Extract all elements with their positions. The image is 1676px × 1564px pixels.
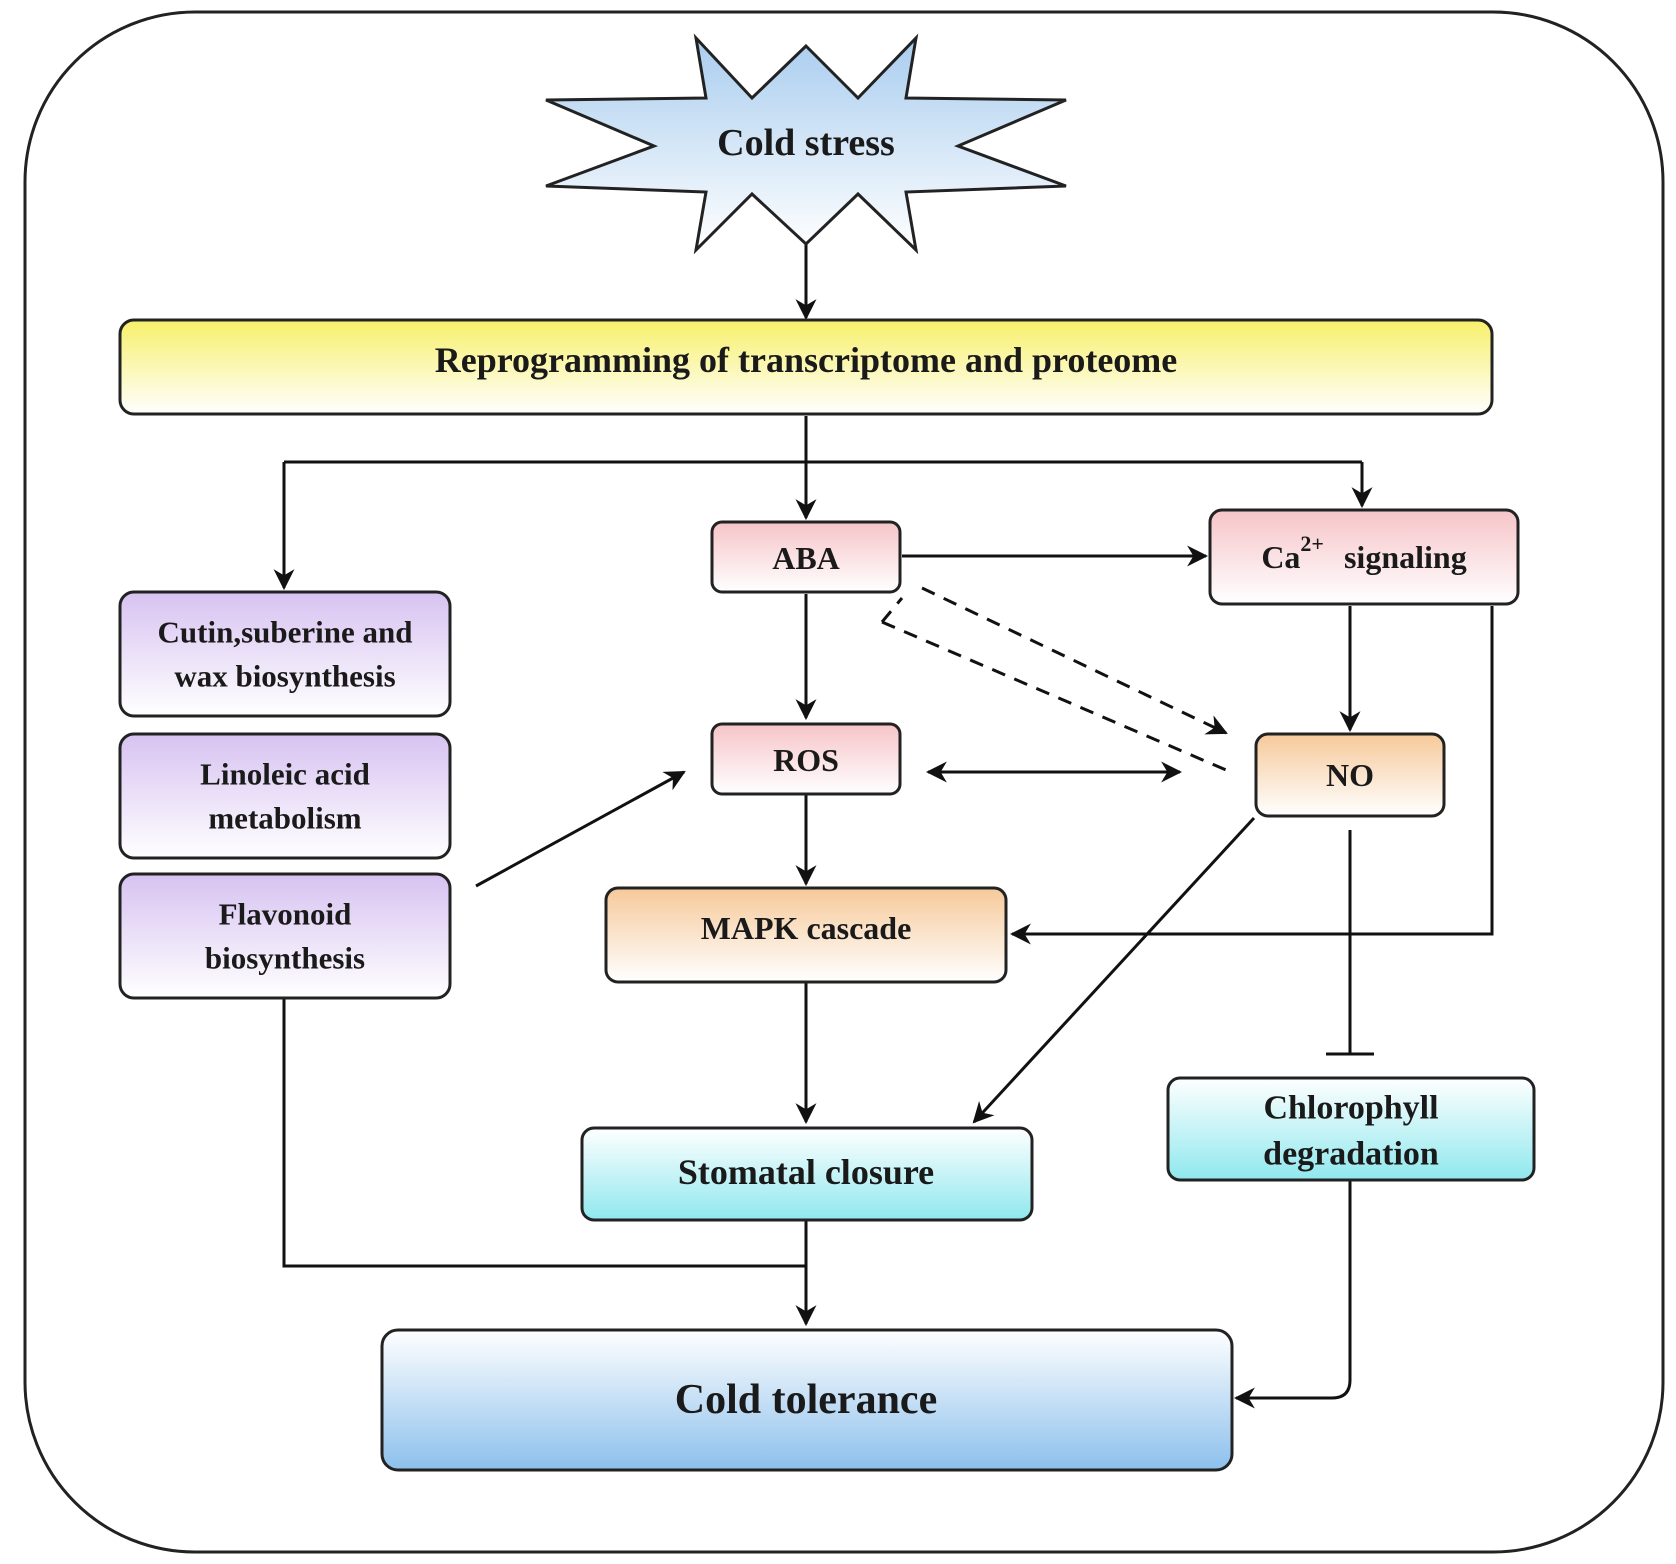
dashed-aba-to-no-upper [921,586,1228,735]
ros-label: ROS [773,742,839,778]
arrow-no-to-stomatal [972,816,1256,1124]
cold-stress-node: Cold stress [545,33,1067,255]
line-flavonoid-down [282,998,806,1268]
ca-signaling-node: Ca2+ signaling [1208,508,1520,606]
flavonoid-label-line1: Flavonoid [219,897,352,932]
ros-node: ROS [710,722,902,796]
no-node: NO [1254,732,1446,818]
stomatal-node: Stomatal closure [580,1126,1034,1222]
reprogramming-node: Reprogramming of transcriptome and prote… [118,318,1494,416]
flavonoid-label-line2: biosynthesis [205,941,365,976]
arrow-flavonoid-to-ros [475,770,686,888]
cutin-label-line2: wax biosynthesis [174,659,395,694]
mapk-node: MAPK cascade [604,886,1008,984]
linoleic-node: Linoleic acid metabolism [118,732,452,860]
cold-stress-label: Cold stress [717,122,895,164]
cold-tolerance-node: Cold tolerance [380,1328,1234,1472]
dashed-aba-to-no-lower [881,620,1227,772]
cold-tolerance-label: Cold tolerance [675,1377,937,1423]
cutin-label-line1: Cutin,suberine and [158,615,413,650]
ca-base: Ca [1261,539,1300,575]
linoleic-label-line1: Linoleic acid [200,757,370,792]
chlorophyll-node: Chlorophyll degradation [1166,1076,1536,1182]
ca-superscript: 2+ [1300,531,1324,556]
cold-stress-star-shape [545,33,1067,255]
flavonoid-node: Flavonoid biosynthesis [118,872,452,1000]
dashed-aba-to-no-cap [880,597,904,623]
aba-node: ABA [710,520,902,594]
no-label: NO [1326,757,1374,793]
arrow-chlorophyll-to-tolerance [1233,1180,1352,1409]
arrow-ca-to-mapk [1009,606,1494,945]
linoleic-label-line2: metabolism [208,801,361,836]
aba-label: ABA [772,540,840,576]
ca-signaling-word: signaling [1344,539,1467,575]
chlorophyll-label-line1: Chlorophyll [1263,1090,1438,1127]
reprogramming-label: Reprogramming of transcriptome and prote… [435,340,1178,380]
ca-signaling-label: Ca2+ signaling [1261,531,1466,576]
cutin-node: Cutin,suberine and wax biosynthesis [118,590,452,718]
chlorophyll-label-line2: degradation [1263,1136,1439,1173]
connectors [273,220,1494,1409]
mapk-label: MAPK cascade [701,910,912,946]
stomatal-label: Stomatal closure [678,1152,934,1192]
